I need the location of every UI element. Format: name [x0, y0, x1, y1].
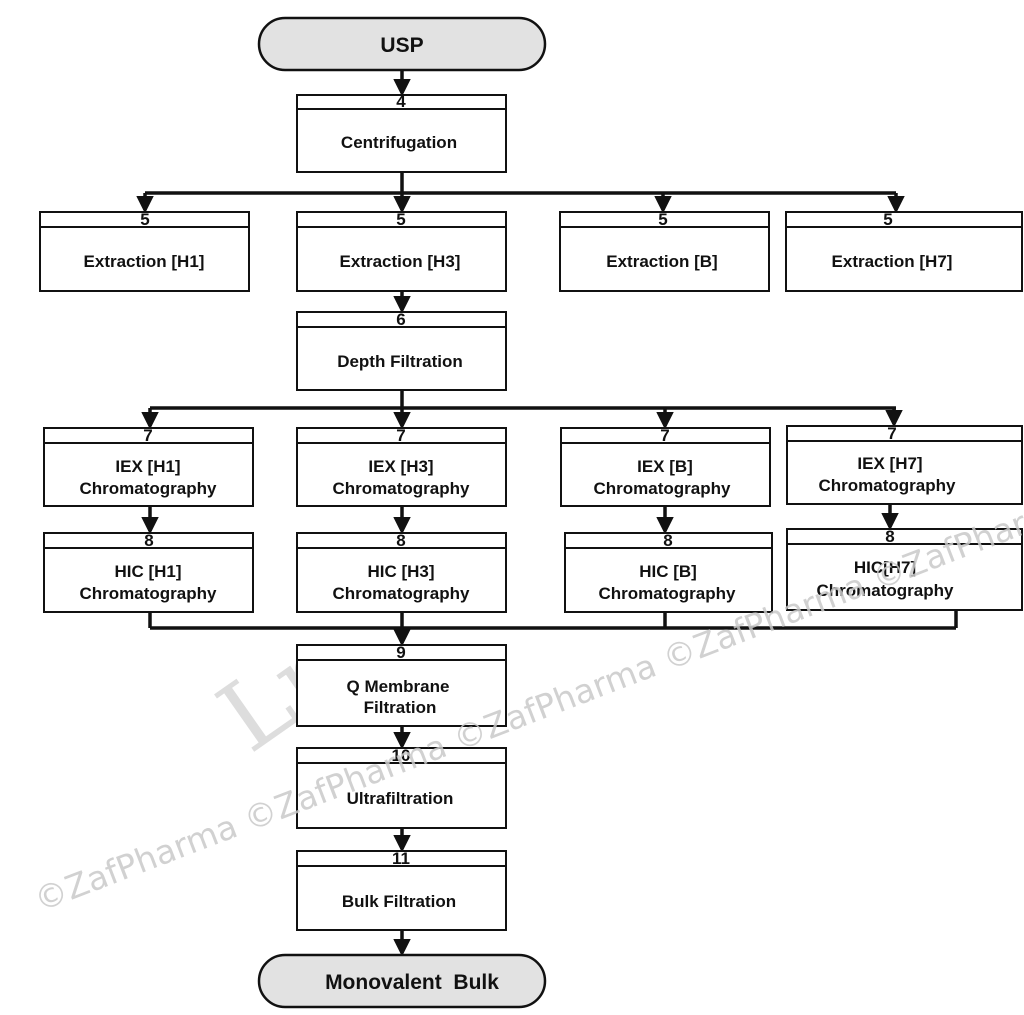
- step-iex-b-number: 7: [660, 426, 669, 445]
- step-hic-h7-number: 8: [885, 527, 894, 546]
- step-extraction-h1-label: Extraction [H1]: [84, 252, 205, 271]
- step-extraction-b-box: [559, 211, 770, 292]
- step-extraction-h7: 5 Extraction [H7]: [785, 210, 1023, 292]
- step-q-membrane-line2: Filtration: [364, 698, 437, 717]
- step-hic-h1: 8 HIC [H1] Chromatography: [43, 531, 254, 613]
- step-depth-filtration-box: [296, 311, 507, 391]
- step-extraction-h7-box: [785, 211, 1023, 292]
- step-ultrafiltration-number: 10: [392, 746, 411, 765]
- step-iex-b-box: [560, 427, 771, 507]
- connectors: [136, 70, 958, 957]
- step-extraction-h3: 5 Extraction [H3]: [296, 210, 507, 292]
- terminal-end: Monovalent Bulk: [257, 953, 547, 1009]
- terminal-start-label: USP: [380, 34, 423, 57]
- step-ultrafiltration-box: [296, 747, 507, 829]
- step-iex-h1-line1: IEX [H1]: [115, 457, 180, 476]
- step-extraction-b-label: Extraction [B]: [606, 252, 717, 271]
- step-depth-filtration-number: 6: [396, 310, 405, 329]
- step-iex-b-line2: Chromatography: [594, 479, 732, 498]
- terminal-end-label: Monovalent Bulk: [325, 971, 499, 994]
- step-extraction-h1-box: [39, 211, 250, 292]
- step-extraction-h3-box: [296, 211, 507, 292]
- terminal-start: USP: [257, 16, 547, 72]
- step-centrifugation-box: [296, 94, 507, 173]
- step-ultrafiltration: 10 Ultrafiltration: [296, 746, 507, 829]
- step-hic-h3-line1: HIC [H3]: [367, 562, 434, 581]
- step-hic-b-line2: Chromatography: [599, 584, 737, 603]
- step-bulk-filtration: 11 Bulk Filtration: [296, 849, 507, 931]
- step-centrifugation-number: 4: [396, 92, 406, 111]
- step-iex-h7-line1: IEX [H7]: [857, 454, 922, 473]
- step-hic-h1-line1: HIC [H1]: [114, 562, 181, 581]
- step-q-membrane-line1: Q Membrane: [347, 677, 450, 696]
- step-iex-h3-line1: IEX [H3]: [368, 457, 433, 476]
- step-hic-h3: 8 HIC [H3] Chromatography: [296, 531, 507, 613]
- terminal-end-shape: [257, 953, 547, 1009]
- step-hic-h1-line2: Chromatography: [80, 584, 218, 603]
- step-extraction-h1: 5 Extraction [H1]: [39, 210, 250, 292]
- step-centrifugation: 4 Centrifugation: [296, 92, 507, 173]
- step-hic-h7: 8 HIC[H7] Chromatography: [786, 527, 1023, 611]
- step-hic-h3-line2: Chromatography: [333, 584, 471, 603]
- step-hic-b-number: 8: [663, 531, 672, 550]
- step-hic-h1-box: [43, 532, 254, 613]
- step-hic-b-line1: HIC [B]: [639, 562, 697, 581]
- step-iex-h1-line2: Chromatography: [80, 479, 218, 498]
- step-iex-h7-box: [786, 425, 1023, 505]
- step-extraction-b: 5 Extraction [B]: [559, 210, 770, 292]
- step-depth-filtration-label: Depth Filtration: [337, 352, 463, 371]
- step-iex-h7: 7 IEX [H7] Chromatography: [786, 424, 1023, 505]
- step-iex-h1: 7 IEX [H1] Chromatography: [43, 426, 254, 507]
- terminal-start-shape: [257, 16, 547, 72]
- step-hic-b: 8 HIC [B] Chromatography: [564, 531, 773, 613]
- step-extraction-h7-label: Extraction [H7]: [832, 252, 953, 271]
- step-iex-h7-line2: Chromatography: [819, 476, 957, 495]
- step-hic-h7-box: [786, 528, 1023, 611]
- step-extraction-h7-number: 5: [883, 210, 892, 229]
- step-q-membrane: 9 Q Membrane Filtration: [296, 643, 507, 727]
- step-iex-h3-box: [296, 427, 507, 507]
- step-hic-h3-number: 8: [396, 531, 405, 550]
- step-hic-h1-number: 8: [144, 531, 153, 550]
- step-ultrafiltration-label: Ultrafiltration: [347, 789, 454, 808]
- step-hic-h3-box: [296, 532, 507, 613]
- step-q-membrane-box: [296, 644, 507, 727]
- step-hic-h7-line2: Chromatography: [817, 581, 955, 600]
- step-iex-h7-number: 7: [887, 424, 896, 443]
- step-iex-h1-box: [43, 427, 254, 507]
- step-extraction-h3-label: Extraction [H3]: [340, 252, 461, 271]
- step-iex-h3: 7 IEX [H3] Chromatography: [296, 426, 507, 507]
- step-iex-h3-number: 7: [396, 426, 405, 445]
- step-bulk-filtration-box: [296, 850, 507, 931]
- step-depth-filtration: 6 Depth Filtration: [296, 310, 507, 391]
- step-extraction-h3-number: 5: [396, 210, 405, 229]
- step-centrifugation-label: Centrifugation: [341, 133, 457, 152]
- step-iex-b: 7 IEX [B] Chromatography: [560, 426, 771, 507]
- step-extraction-h1-number: 5: [140, 210, 149, 229]
- step-iex-b-line1: IEX [B]: [637, 457, 693, 476]
- step-iex-h1-number: 7: [143, 426, 152, 445]
- step-hic-h7-line1: HIC[H7]: [854, 558, 916, 577]
- step-hic-b-box: [564, 532, 773, 613]
- step-bulk-filtration-label: Bulk Filtration: [342, 892, 456, 911]
- step-iex-h3-line2: Chromatography: [333, 479, 471, 498]
- step-extraction-b-number: 5: [658, 210, 667, 229]
- step-q-membrane-number: 9: [396, 643, 405, 662]
- step-bulk-filtration-number: 11: [392, 849, 410, 868]
